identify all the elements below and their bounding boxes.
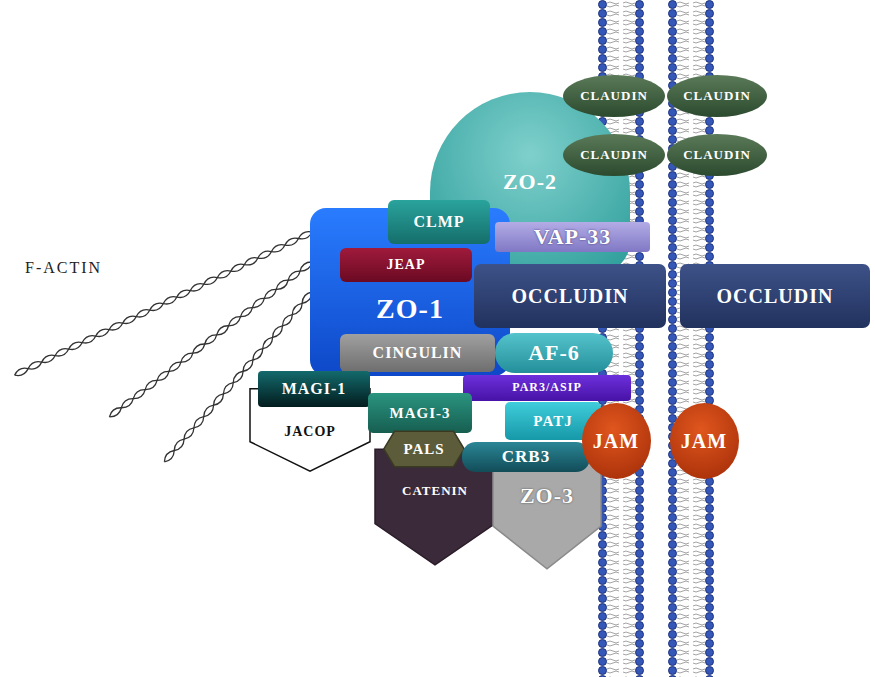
protein-label: ZO-1 <box>376 294 444 325</box>
protein-label: MAGI-1 <box>282 380 347 398</box>
occludin-protein: OCCLUDIN <box>680 264 870 328</box>
par3-protein: PAR3/ASIP <box>463 375 631 401</box>
protein-label: JACOP <box>284 424 336 439</box>
magi1-protein: MAGI-1 <box>258 371 370 407</box>
crb3-protein: CRB3 <box>462 442 590 472</box>
cingulin-protein: CINGULIN <box>340 334 495 372</box>
jeap-protein: JEAP <box>340 248 472 282</box>
vap33-protein: VAP-33 <box>495 222 650 252</box>
protein-label: OCCLUDIN <box>512 285 629 307</box>
clmp-protein: CLMP <box>388 200 490 244</box>
jam-protein: JAM <box>582 403 651 479</box>
magi3-protein: MAGI-3 <box>368 393 472 433</box>
af6-protein: AF-6 <box>495 333 613 373</box>
protein-label: CLMP <box>413 213 464 231</box>
protein-label: CLAUDIN <box>580 89 648 103</box>
protein-label: CLAUDIN <box>683 89 751 103</box>
protein-label: CLAUDIN <box>683 148 751 162</box>
protein-label: PAR3/ASIP <box>512 381 581 394</box>
protein-label: PATJ <box>533 413 572 430</box>
protein-label: CATENIN <box>402 484 468 498</box>
claudin-protein: CLAUDIN <box>563 134 665 176</box>
protein-label: PALS <box>403 441 444 458</box>
protein-label: JEAP <box>387 257 426 272</box>
protein-label: CRB3 <box>502 448 550 467</box>
protein-label: AF-6 <box>528 341 580 365</box>
pals-protein: PALS <box>383 431 465 467</box>
protein-label: MAGI-3 <box>390 405 451 422</box>
jam-protein: JAM <box>670 403 739 479</box>
protein-label: CLAUDIN <box>580 148 648 162</box>
claudin-protein: CLAUDIN <box>667 75 767 117</box>
occludin-protein: OCCLUDIN <box>474 264 666 328</box>
filament-label: F-ACTIN <box>25 259 102 277</box>
claudin-protein: CLAUDIN <box>667 134 767 176</box>
claudin-protein: CLAUDIN <box>563 75 665 117</box>
protein-label: ZO-3 <box>520 484 574 508</box>
protein-label: VAP-33 <box>534 225 612 249</box>
protein-label: ZO-2 <box>503 170 557 194</box>
protein-label: JAM <box>593 430 639 452</box>
protein-label: JAM <box>681 430 727 452</box>
protein-label: OCCLUDIN <box>717 285 834 307</box>
protein-label: CINGULIN <box>373 344 463 362</box>
